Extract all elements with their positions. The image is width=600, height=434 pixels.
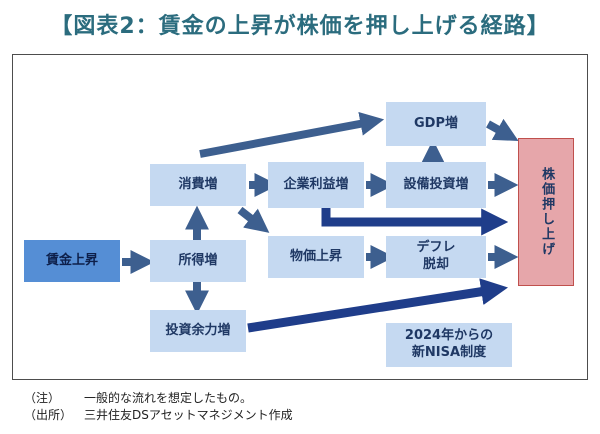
node-investment-surplus: 投資余力増	[150, 310, 246, 352]
node-price-up: 物価上昇	[268, 236, 364, 278]
node-income-up: 所得増	[150, 240, 246, 282]
node-new-nisa: 2024年からの新NISA制度	[386, 323, 512, 367]
node-stock-push: 株価押し上げ	[518, 138, 574, 286]
node-wage-up: 賃金上昇	[24, 240, 120, 282]
node-consumption-up: 消費増	[150, 164, 246, 206]
node-capex-up: 設備投資増	[386, 162, 486, 208]
node-gdp-up: GDP増	[386, 102, 486, 146]
node-profit-up: 企業利益増	[268, 162, 364, 208]
diagram-frame	[12, 54, 588, 380]
node-deflation-exit: デフレ脱却	[386, 236, 486, 278]
notes: （注）一般的な流れを想定したもの。 （出所）三井住友DSアセットマネジメント作成	[24, 390, 293, 424]
chart-title: 【図表2：賃金の上昇が株価を押し上げる経路】	[50, 14, 550, 39]
note-row: （注）一般的な流れを想定したもの。	[24, 391, 253, 405]
source-row: （出所）三井住友DSアセットマネジメント作成	[24, 408, 293, 422]
